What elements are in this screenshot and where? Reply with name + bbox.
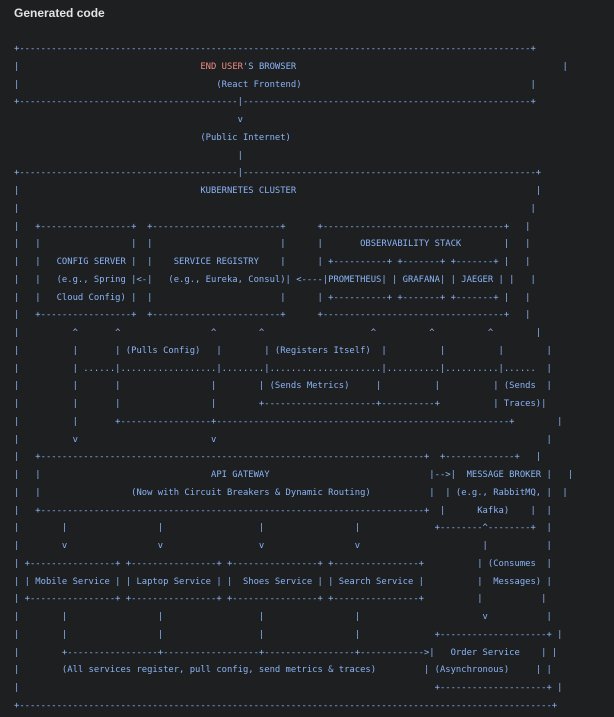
code-line: | | CONFIG SERVER | | SERVICE REGISTRY |… xyxy=(14,257,531,267)
code-line: +---------------------------------------… xyxy=(14,700,558,711)
code-line: | +----------------+ +----------------+ … xyxy=(14,558,552,569)
code-line: | +-------------------------------------… xyxy=(14,452,542,463)
highlight-end: END xyxy=(200,61,217,72)
code-line: | | | | | | OBSERVABILITY STACK | | xyxy=(14,239,531,250)
code-line: | +-------------------------------------… xyxy=(14,505,552,516)
code-line: | | API GATEWAY |-->| MESSAGE BROKER | | xyxy=(14,470,574,480)
code-line: | | | | +---------------------+---------… xyxy=(14,399,547,409)
code-line: | xyxy=(14,150,243,161)
code-line: +---------------------------------------… xyxy=(14,168,542,179)
code-line: | | | | | v | xyxy=(14,612,552,622)
code-line: | +-----------------+ +-----------------… xyxy=(14,221,531,232)
code-line: +---------------------------------------… xyxy=(14,44,536,54)
ascii-architecture-diagram: +---------------------------------------… xyxy=(14,41,573,716)
code-line: | +-----------------+ +-----------------… xyxy=(14,310,531,321)
code-line: +---------------------------------------… xyxy=(14,97,536,108)
code-line: | | xyxy=(14,203,536,214)
code-line: | +--------------------+ | xyxy=(14,683,563,693)
code-line: | ^ ^ ^ ^ ^ ^ ^ | xyxy=(14,328,542,338)
code-line: | | (Now with Circuit Breakers & Dynamic… xyxy=(14,487,568,498)
code-line: | | | (Pulls Config) | | (Registers Itse… xyxy=(14,345,552,356)
code-line: v xyxy=(14,115,243,125)
code-line: | KUBERNETES CLUSTER | xyxy=(14,186,542,196)
code-line: | | Cloud Config) | | | | +----------+ +… xyxy=(14,292,531,303)
code-line: | +----------------+ +----------------+ … xyxy=(14,594,547,605)
code-line: (Public Internet) xyxy=(14,132,291,143)
code-line: | | | | | +--------^--------+ | xyxy=(14,523,552,534)
code-line: | | +-----------------+-----------------… xyxy=(14,416,563,427)
code-line: | | | | | +--------------------+ | xyxy=(14,629,563,640)
code-line: | | | | | (Sends Metrics) | | | (Sends | xyxy=(14,381,552,392)
code-line: | | (e.g., Spring |<-| (e.g., Eureka, Co… xyxy=(14,274,536,285)
code-line: | v v | xyxy=(14,434,552,445)
code-line: | | Mobile Service | | Laptop Service | … xyxy=(14,576,552,587)
highlight-user: USER xyxy=(221,61,243,72)
code-line: | (All services register, pull config, s… xyxy=(14,665,552,676)
code-line: | | ......|..................|........|.… xyxy=(14,363,552,374)
code-line: | v v v v | | xyxy=(14,541,552,551)
code-line: | END USER'S BROWSER | xyxy=(14,61,568,72)
code-area[interactable]: +---------------------------------------… xyxy=(0,30,614,717)
code-line: | +-----------------+------------------+… xyxy=(14,647,558,658)
code-line: | (React Frontend) | xyxy=(14,79,536,90)
code-block-title: Generated code xyxy=(14,6,105,20)
